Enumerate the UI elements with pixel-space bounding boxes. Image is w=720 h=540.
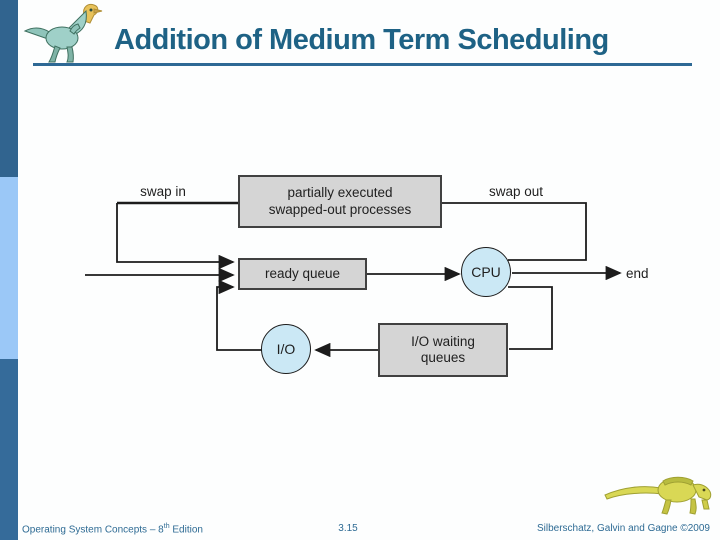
swap-out-line xyxy=(442,202,587,261)
page-title: Addition of Medium Term Scheduling xyxy=(114,24,609,56)
cpu-node: CPU xyxy=(461,247,511,297)
io-node: I/O xyxy=(261,324,311,374)
ready-queue-box: ready queue xyxy=(238,258,367,290)
slide-number: 3.15 xyxy=(338,523,358,534)
sidebar-segment-middle xyxy=(0,177,18,359)
swap-out-label: swap out xyxy=(488,184,544,199)
footer-book-sup: th xyxy=(163,523,170,530)
io-waiting-text-line1: I/O waiting xyxy=(411,333,475,349)
swapped-out-processes-box: partially executed swapped-out processes xyxy=(238,175,442,228)
ready-queue-text: ready queue xyxy=(264,265,341,281)
sidebar-segment-bottom xyxy=(0,359,18,540)
footer-book-prefix: Operating System Concepts – 8 xyxy=(22,524,164,536)
swap-in-label: swap in xyxy=(140,184,186,199)
io-waiting-text-line2: queues xyxy=(420,350,466,365)
footer-book-suffix: Edition xyxy=(169,524,203,536)
io-waiting-queues-box: I/O waiting queues xyxy=(378,323,508,377)
io-return-arrow xyxy=(216,279,263,351)
io-text: I/O xyxy=(276,341,296,357)
sidebar xyxy=(0,0,18,540)
footer-authors: Silberschatz, Galvin and Gagne ©2009 xyxy=(536,523,710,534)
swap-in-arrow xyxy=(116,203,235,270)
title-underline xyxy=(33,63,692,66)
swapped-box-text-line2: swapped-out processes xyxy=(268,201,412,217)
sidebar-segment-top xyxy=(0,0,18,177)
scheduling-diagram: partially executed swapped-out processes… xyxy=(60,165,680,390)
end-label: end xyxy=(626,266,649,281)
dinosaur-logo-icon xyxy=(23,4,103,63)
cpu-text: CPU xyxy=(471,264,501,280)
cpu-to-ioqueue-line xyxy=(508,286,553,350)
diagram-connectors xyxy=(85,201,622,358)
swapped-box-text-line1: partially executed xyxy=(287,185,393,201)
dinosaur-footer-icon xyxy=(604,476,712,515)
footer-book-title: Operating System Concepts – 8th Edition xyxy=(22,523,203,535)
